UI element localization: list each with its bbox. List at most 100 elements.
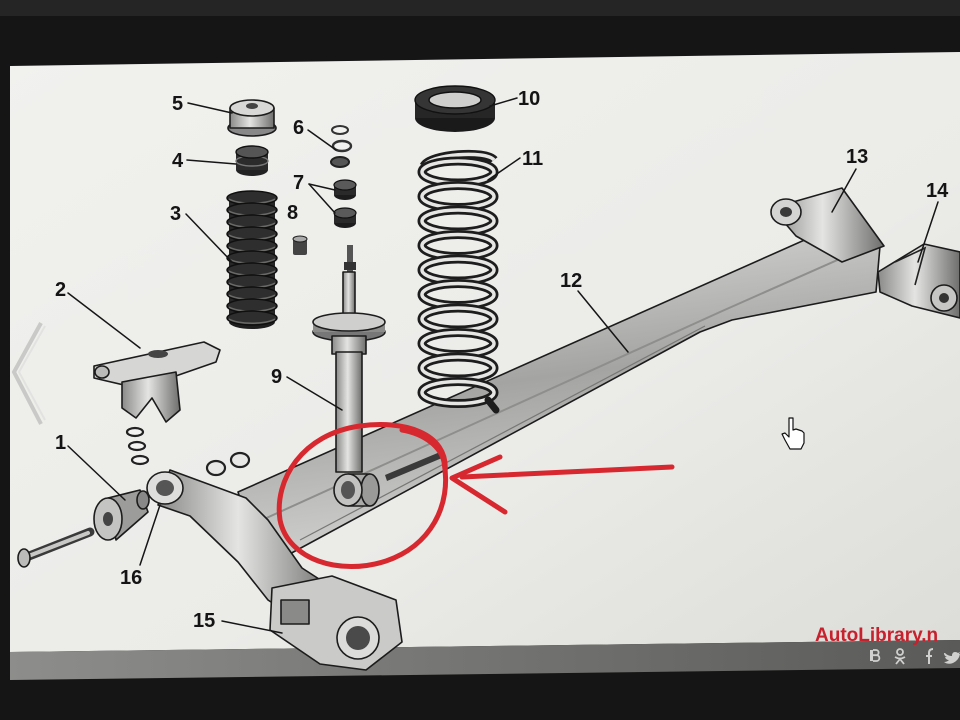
bolt-shank-highlight	[24, 531, 90, 559]
leader-line-11	[487, 157, 521, 181]
bracket-part-2	[93, 341, 221, 423]
leader-line-16	[139, 504, 161, 566]
shock-disc-top	[312, 312, 386, 332]
leader-line-1	[67, 445, 126, 501]
label-part-6: 6	[293, 117, 304, 139]
bushing-7a-top	[333, 179, 357, 191]
spring-coil-highlight	[420, 379, 496, 406]
leader-line-3	[185, 213, 233, 263]
bracket-13-hole	[780, 207, 792, 217]
label-part-1: 1	[55, 432, 66, 454]
housing-window	[280, 599, 310, 625]
vk-icon[interactable]	[870, 649, 881, 662]
cap-hole	[246, 103, 258, 109]
bump-stop-rings	[226, 190, 278, 326]
bracket-2-hole	[148, 350, 168, 358]
label-part-15: 15	[193, 610, 215, 632]
arrow-shaft	[459, 464, 675, 480]
ring-part-4	[235, 145, 269, 176]
label-part-3: 3	[170, 203, 181, 225]
leader-line-5	[187, 102, 233, 114]
leader-line-4	[186, 159, 237, 165]
spring-bottom-end	[484, 396, 500, 414]
odnoklassniki-icon[interactable]	[894, 648, 906, 665]
ok-icon-head[interactable]	[896, 648, 904, 656]
bracket-2-plate	[93, 341, 221, 387]
leader-line-10	[489, 97, 518, 107]
label-part-11: 11	[522, 148, 543, 170]
bushing-7b-top	[333, 207, 357, 219]
ok-icon-body[interactable]	[894, 656, 906, 665]
leader-line-12	[577, 290, 629, 353]
bolt	[17, 527, 95, 568]
cursor-hand	[781, 417, 805, 450]
cap-part-5	[227, 99, 277, 137]
bracket-14-hole	[939, 293, 949, 303]
label-part-4: 4	[172, 150, 184, 172]
leader-line-6	[307, 129, 337, 151]
shock-eye-bushing-end	[360, 473, 380, 507]
leader-line-7b	[308, 183, 336, 214]
beam-stripe	[261, 249, 861, 521]
leader-line-9	[286, 376, 343, 411]
washer-6a	[331, 125, 349, 135]
leader-line-14	[917, 201, 939, 263]
shock-thread	[347, 245, 353, 275]
bushing-stem	[136, 490, 150, 510]
shock-eye-hole	[341, 481, 355, 499]
red-annotation	[276, 422, 675, 570]
washer	[130, 454, 150, 466]
label-part-10: 10	[518, 88, 540, 110]
label-part-9: 9	[271, 366, 282, 388]
label-part-7: 7	[293, 172, 304, 194]
bushing-part-7	[333, 179, 357, 228]
label-part-14: 14	[926, 180, 949, 202]
washer-6c	[330, 156, 350, 168]
twitter-icon[interactable]	[944, 652, 960, 664]
spring-seat-part-10	[414, 85, 496, 132]
bezel-top-glare	[0, 0, 960, 16]
hand-pointer-icon	[781, 417, 805, 450]
label-part-8: 8	[287, 202, 298, 224]
label-part-5: 5	[172, 93, 183, 115]
bracket-2-legs	[121, 371, 181, 423]
vk-icon-bar[interactable]	[870, 650, 873, 661]
washer	[205, 459, 227, 477]
leader-line-2	[67, 292, 141, 349]
shock-absorber-part-9	[312, 245, 386, 507]
prev-slide-button[interactable]	[11, 322, 46, 425]
spring-coils	[417, 156, 499, 408]
washer	[229, 451, 251, 469]
ring-4-top	[235, 145, 269, 159]
bump-stop-ring-highlight	[228, 318, 276, 324]
chevron-left-icon[interactable]	[11, 322, 43, 425]
chevron-left-shadow	[17, 325, 46, 421]
facebook-icon-glyph[interactable]	[926, 648, 934, 664]
housing-bore-inner	[346, 626, 370, 650]
vk-icon-bowl[interactable]	[873, 649, 881, 662]
highlight-circle	[276, 422, 449, 570]
leader-line-15	[221, 620, 283, 634]
washers	[125, 426, 251, 477]
bump-stop-part-3	[226, 190, 278, 329]
label-part-16: 16	[120, 567, 142, 589]
nut-part-8	[292, 235, 308, 255]
bottom-toolbar-band	[10, 640, 960, 680]
washer	[127, 440, 147, 452]
housing-part-15	[269, 575, 403, 671]
washer	[125, 426, 145, 438]
facebook-icon[interactable]	[926, 648, 934, 664]
label-part-2: 2	[55, 279, 66, 301]
part-labels: 1 2 3 4 5 6 7 8 9 10 11 12 13 14 15 16	[55, 88, 949, 632]
twitter-icon-bird[interactable]	[944, 652, 960, 664]
washer-6b	[331, 139, 353, 153]
shock-rod-nut	[344, 262, 356, 270]
shock-body	[335, 351, 363, 473]
beam-slot	[385, 452, 442, 481]
bolt-head	[17, 548, 31, 568]
leader-line-7a	[308, 183, 336, 191]
leader-line-13	[831, 168, 857, 213]
share-icons	[870, 648, 960, 665]
bracket-14-rib	[894, 246, 927, 286]
